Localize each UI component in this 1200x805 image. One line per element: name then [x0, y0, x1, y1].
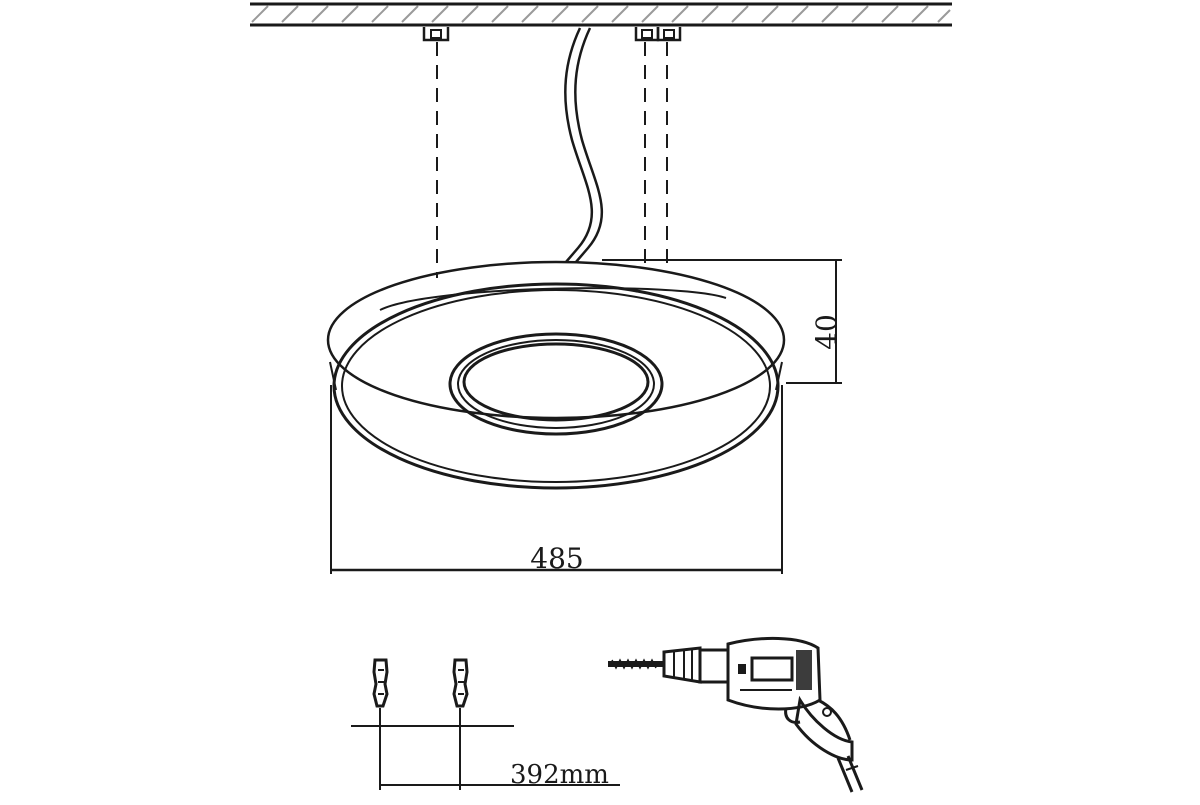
hole-spacing-label: 392mm — [510, 760, 609, 790]
ring-pendant-lamp — [326, 260, 786, 490]
height-dimension: 40 — [602, 259, 843, 384]
wall-plug-icon — [372, 658, 389, 708]
diameter-dimension-label: 485 — [530, 542, 583, 575]
wall-plug-icon — [452, 658, 469, 708]
power-drill-icon — [608, 636, 864, 793]
bracket-icon — [656, 27, 682, 42]
bracket-icon — [634, 27, 660, 42]
diameter-dimension: 485 — [330, 385, 783, 575]
power-cable — [564, 27, 604, 263]
height-dimension-label: 40 — [810, 314, 843, 350]
bracket-icon — [422, 27, 450, 42]
hole-spacing-dimension: 392mm — [351, 708, 620, 790]
ceiling-hatch — [250, 2, 952, 27]
